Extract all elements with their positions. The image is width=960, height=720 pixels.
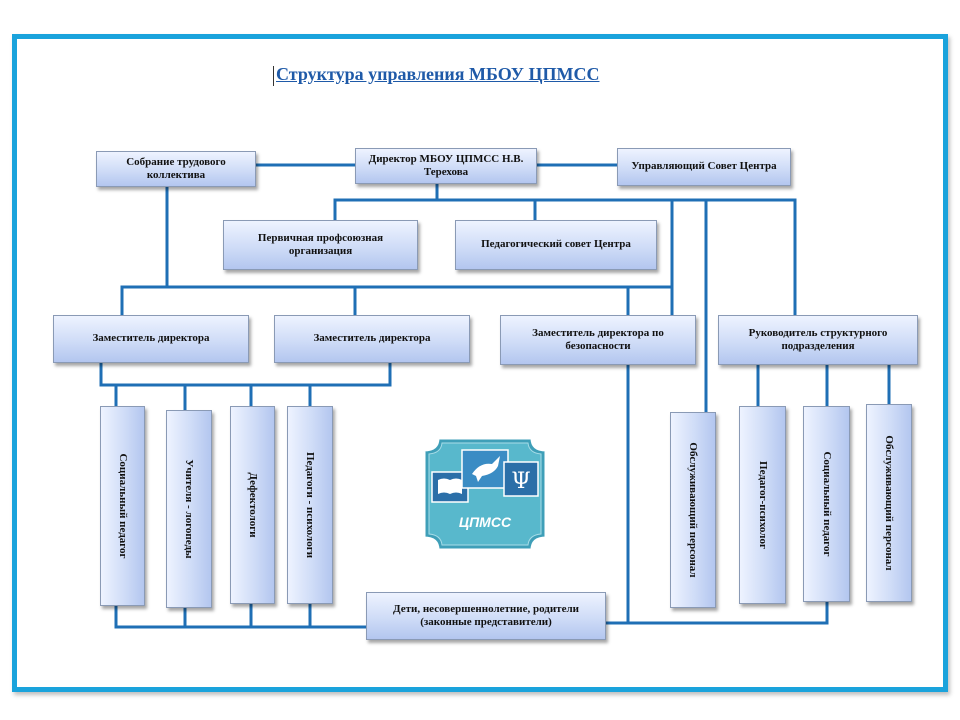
text-cursor [273, 66, 274, 86]
service-staff-right-box: Обслуживающий персонал [866, 404, 912, 602]
social-teacher-right-box: Социальный педагог [803, 406, 850, 602]
logo-emblem: Ψ [422, 436, 548, 552]
governing-council-box: Управляющий Совет Центра [617, 148, 791, 186]
speech-therapists-box: Учителя - логопеды [166, 410, 212, 608]
service-staff-center-label: Обслуживающий персонал [687, 442, 699, 578]
service-staff-right-label: Обслуживающий персонал [883, 435, 895, 571]
psi-icon: Ψ [503, 461, 539, 497]
defectologists-label: Дефектологи [246, 472, 259, 538]
logo-text: ЦПМСС [458, 514, 512, 530]
deputy-director-box-2: Заместитель директора [274, 315, 470, 363]
psychologists-label: Педагоги - психологи [304, 451, 316, 559]
psychologist-right-box: Педагог-психолог [739, 406, 786, 604]
dove-icon [461, 449, 509, 489]
trade-union-box: Первичная профсоюзная организация [223, 220, 418, 270]
page-title: Структура управления МБОУ ЦПМСС [276, 64, 600, 84]
service-staff-center-box: Обслуживающий персонал [670, 412, 716, 608]
labor-assembly-box: Собрание трудового коллектива [96, 151, 256, 187]
deputy-director-box-1: Заместитель директора [53, 315, 249, 363]
unit-head-box: Руководитель структурного подразделения [718, 315, 918, 365]
children-parents-box: Дети, несовершеннолетние, родители (зако… [366, 592, 606, 640]
cpmss-logo: Ψ ЦПМСС [420, 434, 550, 554]
social-teacher-left-box: Социальный педагог [100, 406, 145, 606]
deputy-security-box: Заместитель директора по безопасности [500, 315, 696, 365]
defectologists-box: Дефектологи [230, 406, 275, 604]
svg-text:Ψ: Ψ [511, 469, 530, 494]
social-teacher-left-label: Социальный педагог [116, 453, 129, 559]
psychologists-box: Педагоги - психологи [287, 406, 333, 604]
psychologist-right-label: Педагог-психолог [756, 461, 769, 549]
director-box: Директор МБОУ ЦПМСС Н.В. Терехова [355, 148, 537, 184]
speech-therapists-label: Учителя - логопеды [183, 459, 195, 559]
social-teacher-right-label: Социальный педагог [820, 451, 833, 557]
pedagogical-council-box: Педагогический совет Центра [455, 220, 657, 270]
